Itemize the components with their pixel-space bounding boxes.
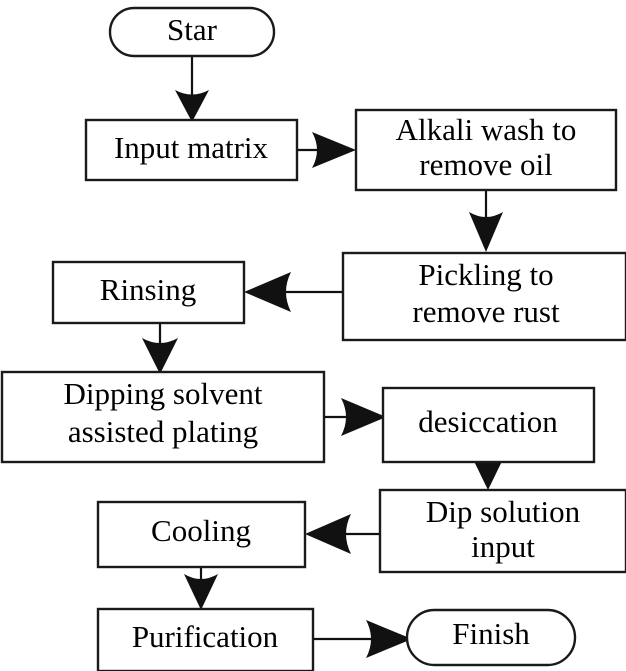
- node-shape: [381, 386, 596, 464]
- node-dip-solution-input[interactable]: Dip solution input: [378, 488, 626, 574]
- edge-dipping-solvent-to-desiccation: [324, 398, 386, 436]
- node-label-pickling-line1: Pickling to: [418, 257, 553, 292]
- arrow-head-left-icon: [305, 514, 351, 554]
- node-shape: [84, 118, 299, 182]
- node-dipping-solvent[interactable]: Dipping solvent assisted plating: [0, 370, 326, 464]
- node-input-matrix[interactable]: Input matrix: [84, 118, 299, 182]
- node-shape: [378, 488, 626, 574]
- node-label-dipping-solvent-line2: assisted plating: [68, 414, 258, 449]
- node-shape: [405, 608, 577, 667]
- node-label-finish: Finish: [452, 616, 530, 651]
- node-label-dipping-solvent-line1: Dipping solvent: [64, 376, 263, 411]
- node-label-cooling: Cooling: [151, 513, 251, 548]
- arrow-head-right-icon: [341, 398, 386, 436]
- arrow-head-right-icon: [366, 620, 412, 658]
- arrow-head-down-icon: [175, 90, 209, 122]
- node-star[interactable]: Star: [108, 6, 276, 58]
- edge-rinsing-to-dipping-solvent: [142, 323, 178, 374]
- node-label-rinsing: Rinsing: [100, 272, 196, 307]
- arrow-head-down-icon: [469, 212, 503, 252]
- arrow-head-left-icon: [244, 272, 291, 312]
- node-shape: [96, 500, 307, 569]
- edge-alkali-wash-to-pickling: [469, 190, 503, 252]
- arrow-head-down-icon: [142, 338, 178, 374]
- node-pickling[interactable]: Pickling to remove rust: [341, 251, 626, 342]
- node-label-dip-solution-line2: input: [471, 529, 535, 564]
- node-cooling[interactable]: Cooling: [96, 500, 307, 569]
- node-label-alkali-wash-line1: Alkali wash to: [396, 112, 577, 147]
- arrow-head-down-icon: [184, 574, 218, 610]
- node-purification[interactable]: Purification: [96, 607, 315, 671]
- arrow-head-down-icon: [471, 455, 505, 490]
- node-desiccation[interactable]: desiccation: [381, 386, 596, 464]
- edge-input-matrix-to-alkali-wash: [297, 132, 356, 168]
- node-shape: [51, 260, 246, 325]
- node-label-purification: Purification: [132, 619, 279, 654]
- node-finish[interactable]: Finish: [405, 608, 577, 667]
- node-label-pickling-line2: remove rust: [412, 294, 560, 329]
- node-rinsing[interactable]: Rinsing: [51, 260, 246, 325]
- edge-purification-to-finish: [313, 620, 412, 658]
- node-label-input-matrix: Input matrix: [114, 130, 269, 165]
- node-label-dip-solution-line1: Dip solution: [426, 494, 581, 529]
- node-shape: [354, 108, 618, 192]
- node-shape: [108, 6, 276, 58]
- arrow-head-right-icon: [312, 132, 356, 168]
- edge-dip-solution-input-to-cooling: [305, 514, 380, 554]
- node-label-desiccation: desiccation: [418, 404, 558, 439]
- edge-cooling-to-purification: [184, 567, 218, 610]
- edge-pickling-to-rinsing: [244, 272, 343, 312]
- node-shape: [0, 370, 326, 464]
- node-alkali-wash[interactable]: Alkali wash to remove oil: [354, 108, 618, 192]
- node-shape: [341, 251, 626, 342]
- node-label-alkali-wash-line2: remove oil: [419, 147, 552, 182]
- edge-star-to-input-matrix: [175, 56, 209, 122]
- node-label-star: Star: [167, 12, 218, 47]
- node-shape: [96, 607, 315, 671]
